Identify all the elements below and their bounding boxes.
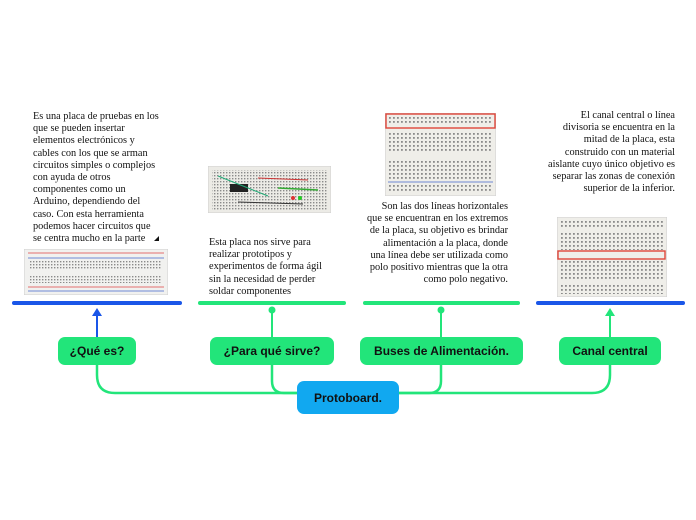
breadboard-photo xyxy=(24,249,168,295)
root-node-protoboard[interactable]: Protoboard. xyxy=(297,381,399,414)
breadboard-circuit-photo xyxy=(208,166,331,213)
topic-buses-de-alimentacion[interactable]: Buses de Alimentación. xyxy=(360,337,523,365)
note-buses: Son las dos líneas horizontales que se e… xyxy=(367,201,508,286)
breadboard-power-bus-photo xyxy=(385,113,496,196)
note-canal-central: El canal central o línea divisoria se en… xyxy=(548,110,675,195)
note-para-que-sirve: Esta placa nos sirve para realizar proto… xyxy=(209,237,322,297)
breadboard-center-channel-photo xyxy=(557,217,667,297)
scroll-indicator-icon[interactable] xyxy=(154,236,159,241)
note-que-es: Es una placa de pruebas en los que se pu… xyxy=(33,111,159,245)
topic-que-es[interactable]: ¿Qué es? xyxy=(58,337,136,365)
topic-para-que-sirve[interactable]: ¿Para qué sirve? xyxy=(210,337,334,365)
topic-canal-central[interactable]: Canal central xyxy=(559,337,661,365)
